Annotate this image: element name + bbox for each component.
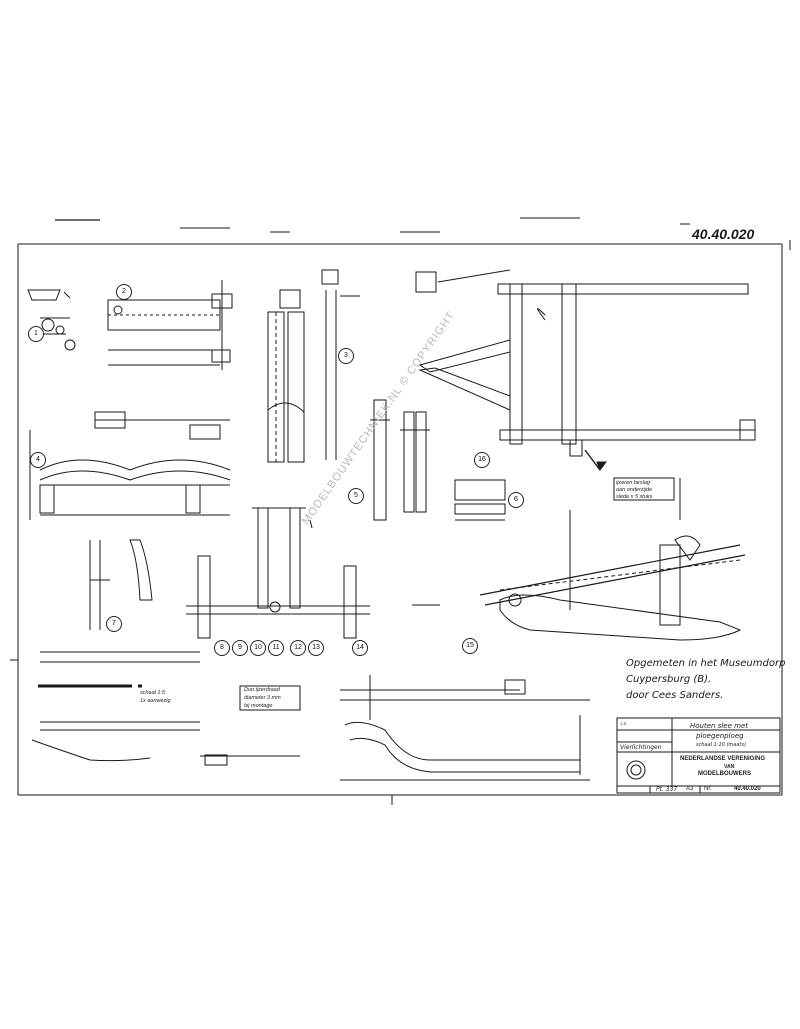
callout-9: 9: [232, 640, 248, 656]
detail-runner-bottom: [340, 675, 590, 781]
title-block-frame: [616, 717, 781, 794]
title-block-org-1: NEDERLANDSE VERENIGING: [680, 756, 766, 762]
detail-plank-top: [107, 280, 233, 370]
callout-2: 2: [116, 284, 132, 300]
callout-15: 15: [462, 638, 478, 654]
callout-10: 10: [250, 640, 266, 656]
title-block-scale: 1:5: [620, 721, 627, 726]
detail-sledge-top-view: [415, 269, 756, 457]
title-block-format: A3: [686, 786, 694, 792]
detail-runner-left: [29, 411, 231, 520]
sheet-frame: [10, 217, 791, 805]
note-right-2: aan onderzijde: [616, 487, 653, 493]
detail-sledge-side-view: [412, 449, 746, 641]
note-mid-3: bij montage: [244, 703, 273, 709]
callout-16: 16: [474, 452, 490, 468]
callout-1: 1: [28, 326, 44, 342]
note-left-1: schaal 1:5: [140, 690, 166, 696]
detail-l-bracket: [89, 539, 153, 630]
detail-small-bracket: [27, 289, 76, 351]
callout-3: 3: [338, 348, 354, 364]
caption-line-2: Cuypersburg (B).: [626, 674, 712, 685]
title-block-org-3: MODELBOUWERS: [698, 771, 751, 777]
callout-5: 5: [348, 488, 364, 504]
title-block-region: Vierlichtingen: [620, 744, 662, 751]
note-mid-2: diameter 3 mm: [244, 695, 281, 701]
detail-lower-rails: [31, 651, 301, 766]
callout-8: 8: [214, 640, 230, 656]
callout-4: 4: [30, 452, 46, 468]
caption-line-1: Opgemeten in het Museumdorp: [626, 658, 786, 669]
callout-12: 12: [290, 640, 306, 656]
callout-6: 6: [508, 492, 524, 508]
note-mid-1: Dun ijzerdraad: [244, 687, 280, 693]
title-block-subject-3: schaal 1:10 (maats): [696, 742, 746, 748]
note-right-3: slede x 5 stuks: [616, 494, 653, 500]
detail-vertical-posts: [267, 269, 360, 463]
callout-11: 11: [268, 640, 284, 656]
title-block-subject-2: ploegenploeg: [696, 732, 744, 740]
callout-14: 14: [352, 640, 368, 656]
detail-axle: [186, 507, 370, 639]
callout-13: 13: [308, 640, 324, 656]
note-right-1: ijzeren beslag: [616, 480, 650, 486]
title-block-number: 40.40.020: [734, 786, 761, 792]
detail-crossbar: [454, 479, 506, 521]
callout-7: 7: [106, 616, 122, 632]
note-left-2: 1x aanwezig: [140, 698, 171, 704]
detail-center-posts: [370, 399, 430, 521]
sheet-number-handwritten: 40.40.020: [692, 226, 755, 242]
title-block-no-label: Nr.: [704, 786, 712, 792]
caption-line-3: door Cees Sanders.: [626, 690, 724, 701]
title-block-subject-1: Houten slee met: [690, 722, 748, 730]
title-block-footer-left: Pt. 337: [656, 786, 678, 793]
title-block-org-2: VAN: [724, 764, 735, 770]
